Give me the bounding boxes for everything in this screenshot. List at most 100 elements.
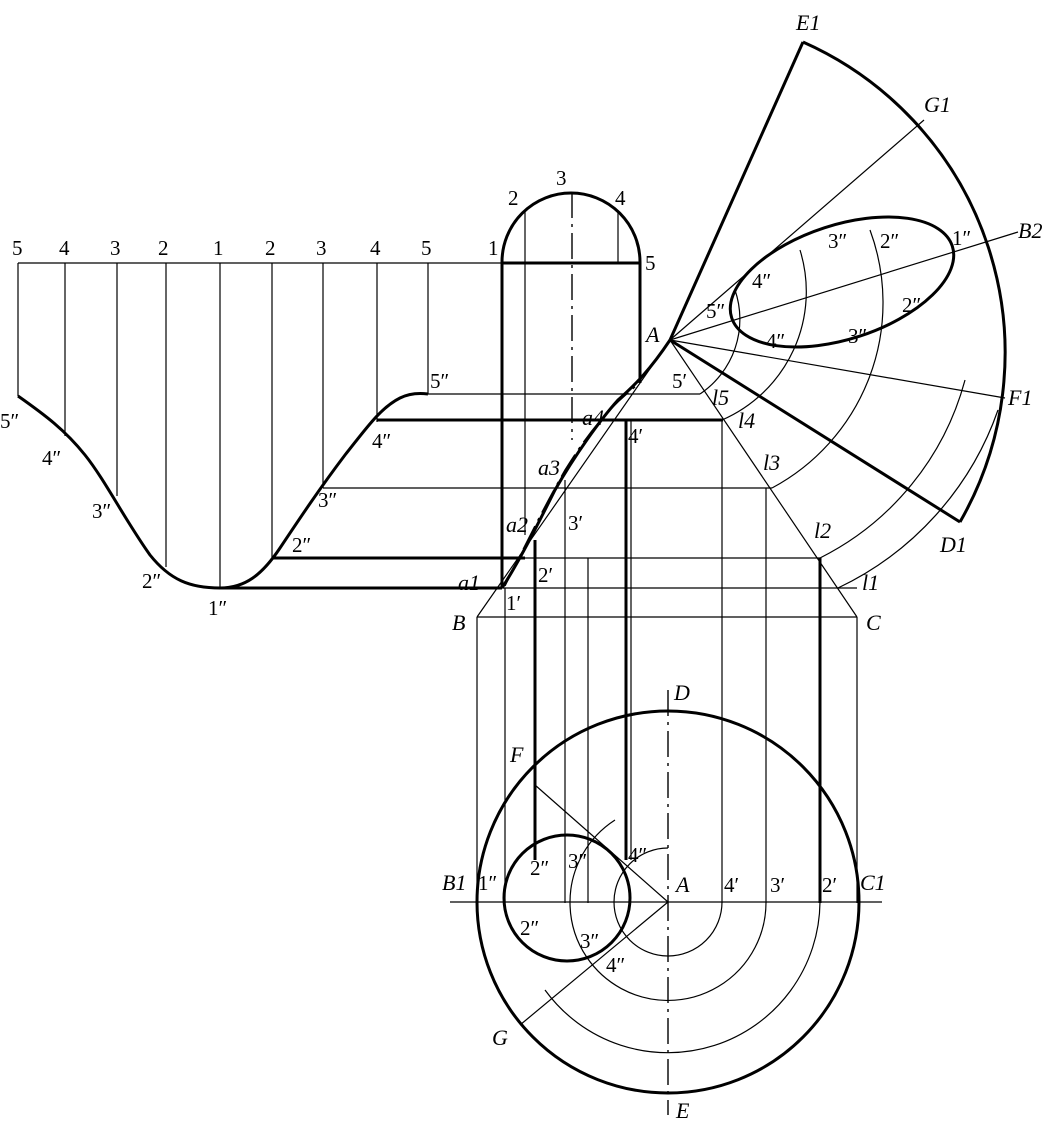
fan-label: E1 — [795, 10, 820, 35]
fan-ellipse — [728, 215, 956, 349]
cone-label-l: l1 — [862, 570, 879, 595]
front-axis-label: 5′ — [672, 369, 687, 393]
dev-curve-label: 3″ — [318, 488, 337, 512]
fan-ray-G1 — [669, 119, 925, 341]
cone-apex-label: A — [644, 322, 660, 347]
fan-label: F1 — [1007, 385, 1032, 410]
dev-curve-label: 5″ — [430, 369, 449, 393]
plan-point-label: 3′ — [770, 873, 785, 897]
fan-outer-arc — [802, 40, 1007, 523]
plan-ray-G — [519, 901, 669, 1026]
labels-fan: E1 G1 B2 F1 D1 1″ 2″ 3″ 4″ 5″ 2″ 3″ 4″ — [706, 10, 1042, 557]
fan-ellipse-label: 4″ — [752, 269, 771, 293]
plan-point-label: 2″ — [530, 856, 549, 880]
dev-curve — [17, 392, 429, 590]
front-hidden-curve — [504, 382, 641, 587]
front-axis-label: a1 — [458, 570, 480, 595]
front-top-label: 2 — [508, 186, 519, 210]
front-axis-label: 3′ — [568, 511, 583, 535]
fan-arc-l5 — [699, 289, 741, 395]
fan-edge-D1 — [669, 338, 961, 524]
plan-label-B1: B1 — [442, 870, 466, 895]
plan-point-label: 4′ — [724, 873, 739, 897]
dev-top-label: 1 — [213, 236, 224, 260]
fan-ray-B2 — [669, 231, 1019, 341]
dev-curve-label: 1″ — [208, 596, 227, 620]
plan-label-F: F — [509, 742, 524, 767]
plan-label-A: A — [674, 872, 690, 897]
plan-point-label: 3″ — [568, 849, 587, 873]
dev-curve-label: 2″ — [292, 533, 311, 557]
plan-label-E: E — [675, 1098, 690, 1123]
front-axis-label: a2 — [506, 512, 528, 537]
fan-arc-l4 — [721, 249, 807, 421]
plan-label-D: D — [673, 680, 690, 705]
front-top-label: 4 — [615, 186, 626, 210]
dev-top-label: 4 — [59, 236, 70, 260]
fan-ellipse-label: 5″ — [706, 299, 725, 323]
dev-curve-label: 2″ — [142, 569, 161, 593]
fan-arc-l3 — [771, 229, 884, 489]
cyl-half-circle — [500, 191, 642, 263]
plan-point-label: 2′ — [822, 873, 837, 897]
plan-label-C1: C1 — [860, 870, 886, 895]
plan-label-G: G — [492, 1025, 508, 1050]
fan-arc-l2 — [819, 379, 966, 559]
dev-curve-label: 4″ — [372, 429, 391, 453]
dev-curve-label: 5″ — [0, 409, 19, 433]
fan-ellipse-label: 2″ — [880, 229, 899, 253]
dev-top-label: 3 — [110, 236, 121, 260]
dev-top-label: 4 — [370, 236, 381, 260]
dev-top-label: 2 — [158, 236, 169, 260]
labels-development: 5 4 3 2 1 2 3 4 5 5″ 4″ 3″ 2″ 1″ 2″ 3″ 4… — [0, 236, 449, 620]
cone-label-l: l5 — [712, 385, 729, 410]
plan-arc-4 — [613, 847, 723, 957]
plan-point-label: 4″ — [628, 843, 647, 867]
fan-ellipse-label: 3″ — [828, 229, 847, 253]
plan-arc-2 — [544, 901, 821, 1054]
plan-point-label: 2″ — [520, 916, 539, 940]
fan-edge-E1 — [668, 41, 805, 341]
dev-top-label: 3 — [316, 236, 327, 260]
cone-label-l: l2 — [814, 518, 831, 543]
fan-ellipse-label: 4″ — [766, 329, 785, 353]
cone-right-edge — [669, 339, 858, 618]
dev-top-label: 5 — [421, 236, 432, 260]
plan-arc-3 — [569, 819, 767, 1002]
front-top-label: 1 — [488, 236, 499, 260]
front-axis-label: a4 — [582, 405, 604, 430]
plan-view — [450, 690, 882, 1115]
front-top-label: 5 — [645, 251, 656, 275]
fan-ellipse-label: 3″ — [848, 324, 867, 348]
fan-label: D1 — [939, 532, 967, 557]
front-top-label: 3 — [556, 166, 567, 190]
fan-ellipse-label: 2″ — [902, 293, 921, 317]
plan-cylinder-circle — [502, 833, 632, 963]
fan-label: G1 — [924, 92, 951, 117]
labels-plan: D F B1 C1 A G E 1″ 2″ 3″ 4″ 2″ 3″ 4″ 4′ … — [442, 680, 886, 1123]
dev-top-label: 5 — [12, 236, 23, 260]
plan-point-label: 3″ — [580, 929, 599, 953]
front-view — [220, 191, 858, 903]
cone-label-C: C — [866, 610, 881, 635]
fan-view — [668, 40, 1019, 589]
front-axis-label: 4′ — [628, 424, 643, 448]
plan-point-label: 4″ — [606, 953, 625, 977]
front-axis-label: 1′ — [506, 591, 521, 615]
front-intersection-curve — [500, 339, 672, 589]
cone-left-edge — [476, 339, 671, 618]
fan-ellipse-label: 1″ — [952, 226, 971, 250]
plan-point-label: 1″ — [478, 871, 497, 895]
cone-label-l: l3 — [763, 450, 780, 475]
fan-ray-F1 — [669, 339, 1006, 399]
dev-curve-label: 3″ — [92, 499, 111, 523]
dev-curve-label: 4″ — [42, 446, 61, 470]
plan-ray-F — [534, 784, 669, 903]
fan-label: B2 — [1018, 218, 1042, 243]
development-view — [17, 262, 502, 590]
cone-label-B: B — [452, 610, 465, 635]
labels-front: 1 2 3 4 5 a1 a2 a3 a4 1′ 2′ 3′ 4′ 5′ A B… — [452, 166, 881, 635]
dev-top-label: 2 — [265, 236, 276, 260]
